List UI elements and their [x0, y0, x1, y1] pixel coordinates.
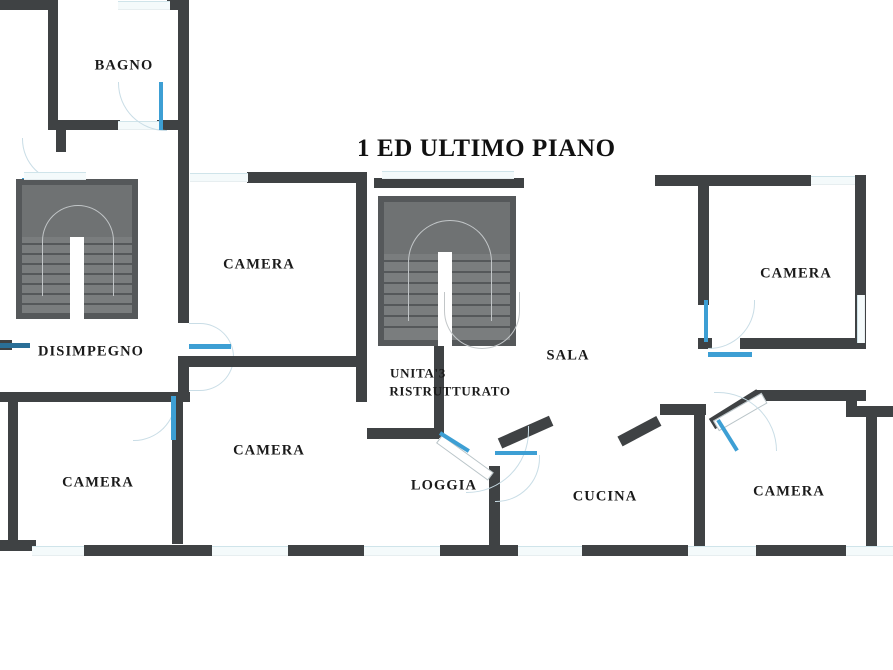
door-leaf-disimpegno-west[interactable]: [0, 343, 30, 348]
wall-loggia-right: [489, 466, 500, 546]
wall-camera-nw-bottom: [189, 356, 367, 367]
wall-camera-nw-top: [247, 172, 362, 183]
wall-camera-se-top: [756, 390, 866, 401]
wall-camera-sw-divider: [172, 392, 183, 544]
tread: [84, 303, 132, 305]
window-central-top: [382, 171, 514, 179]
wall-camera-ne-top: [655, 175, 811, 186]
window-bottom-4: [518, 546, 582, 556]
wall-central-block-top: [374, 178, 524, 188]
unit-note-line-1: UNITA'3: [390, 365, 446, 381]
wall-disimpegno-right: [178, 178, 189, 323]
wall-sala-angled-stub-right: [617, 415, 662, 447]
room-label-camera-s2: CAMERA: [233, 442, 305, 459]
room-label-loggia: LOGGIA: [410, 477, 478, 494]
wall-bottom-2: [288, 545, 364, 556]
window-camera-nw-top: [190, 173, 248, 182]
wall-unita3-right: [434, 346, 444, 438]
room-label-camera-nw: CAMERA: [223, 256, 295, 273]
wall-bottom-3: [440, 545, 518, 556]
staircase-central-direction-arc: [408, 220, 492, 321]
wall-cucina-right: [694, 404, 705, 546]
wall-camera-se-step-v: [846, 390, 857, 416]
wall-bottom-5: [756, 545, 846, 556]
wall-camera-ne-bottom-stub: [698, 338, 712, 349]
wall-bagno-top-left: [0, 0, 48, 10]
wall-bottom-4: [582, 545, 688, 556]
staircase-left: [16, 179, 138, 319]
window-bagno-top: [118, 1, 170, 10]
room-label-cucina: CUCINA: [572, 488, 638, 505]
wall-disimpegno-right-lower: [178, 356, 189, 392]
wall-camera-ne-bottom: [740, 338, 866, 349]
tread: [22, 303, 70, 305]
window-camera-ne-top: [811, 176, 855, 185]
room-label-camera-se: CAMERA: [753, 483, 825, 500]
door-arc-cucina-west: [495, 455, 540, 502]
wall-cucina-top: [660, 404, 706, 415]
window-bottom-1: [32, 546, 84, 556]
door-leaf-camera-ne-vertical[interactable]: [704, 300, 708, 342]
door-leaf-disimpegno-east[interactable]: [189, 344, 231, 349]
room-label-disimpegno: DISIMPEGNO: [37, 343, 145, 360]
door-leaf-cucina-west[interactable]: [495, 451, 537, 455]
wall-bottom-left-corner: [0, 540, 36, 551]
wall-bagno-bottom: [48, 120, 120, 130]
wall-bagno-left: [48, 0, 58, 130]
wall-bagno-top-right: [167, 0, 187, 10]
staircase-left-direction-arc: [42, 205, 114, 296]
wall-camera-se-right: [866, 406, 877, 546]
wall-camera-nw-right: [356, 172, 367, 402]
window-bottom-3: [364, 546, 440, 556]
room-label-camera-sw: CAMERA: [62, 474, 134, 491]
door-leaf-camera-s2[interactable]: [171, 396, 176, 440]
wall-loggia-top: [367, 428, 439, 439]
unit-note-line-2: RISTRUTTURATO: [389, 383, 511, 399]
window-camera-ne-right-edge: [857, 295, 865, 343]
wall-spine-upper: [178, 0, 189, 178]
window-bottom-2: [212, 546, 288, 556]
page-title: 1 ED ULTIMO PIANO: [357, 135, 616, 162]
wall-outer-left-lower: [8, 392, 18, 542]
wall-bagno-bottom-right: [157, 120, 187, 130]
room-label-camera-ne: CAMERA: [760, 265, 832, 282]
window-staircase-left-top: [24, 172, 86, 180]
room-label-sala: SALA: [546, 347, 590, 364]
door-arc-camera-s2: [133, 396, 176, 441]
window-bottom-6: [846, 546, 893, 556]
window-bottom-5: [688, 546, 756, 556]
staircase-central: [378, 196, 520, 350]
wall-camera-ne-left: [698, 175, 709, 305]
door-leaf-bagno[interactable]: [159, 82, 163, 130]
door-leaf-camera-ne-horizontal[interactable]: [708, 352, 752, 357]
wall-camera-ne-right: [855, 175, 866, 342]
wall-bottom-1: [84, 545, 212, 556]
wall-disimpegno-bottom: [0, 392, 190, 402]
room-label-bagno: BAGNO: [94, 57, 154, 74]
tread: [384, 326, 438, 328]
